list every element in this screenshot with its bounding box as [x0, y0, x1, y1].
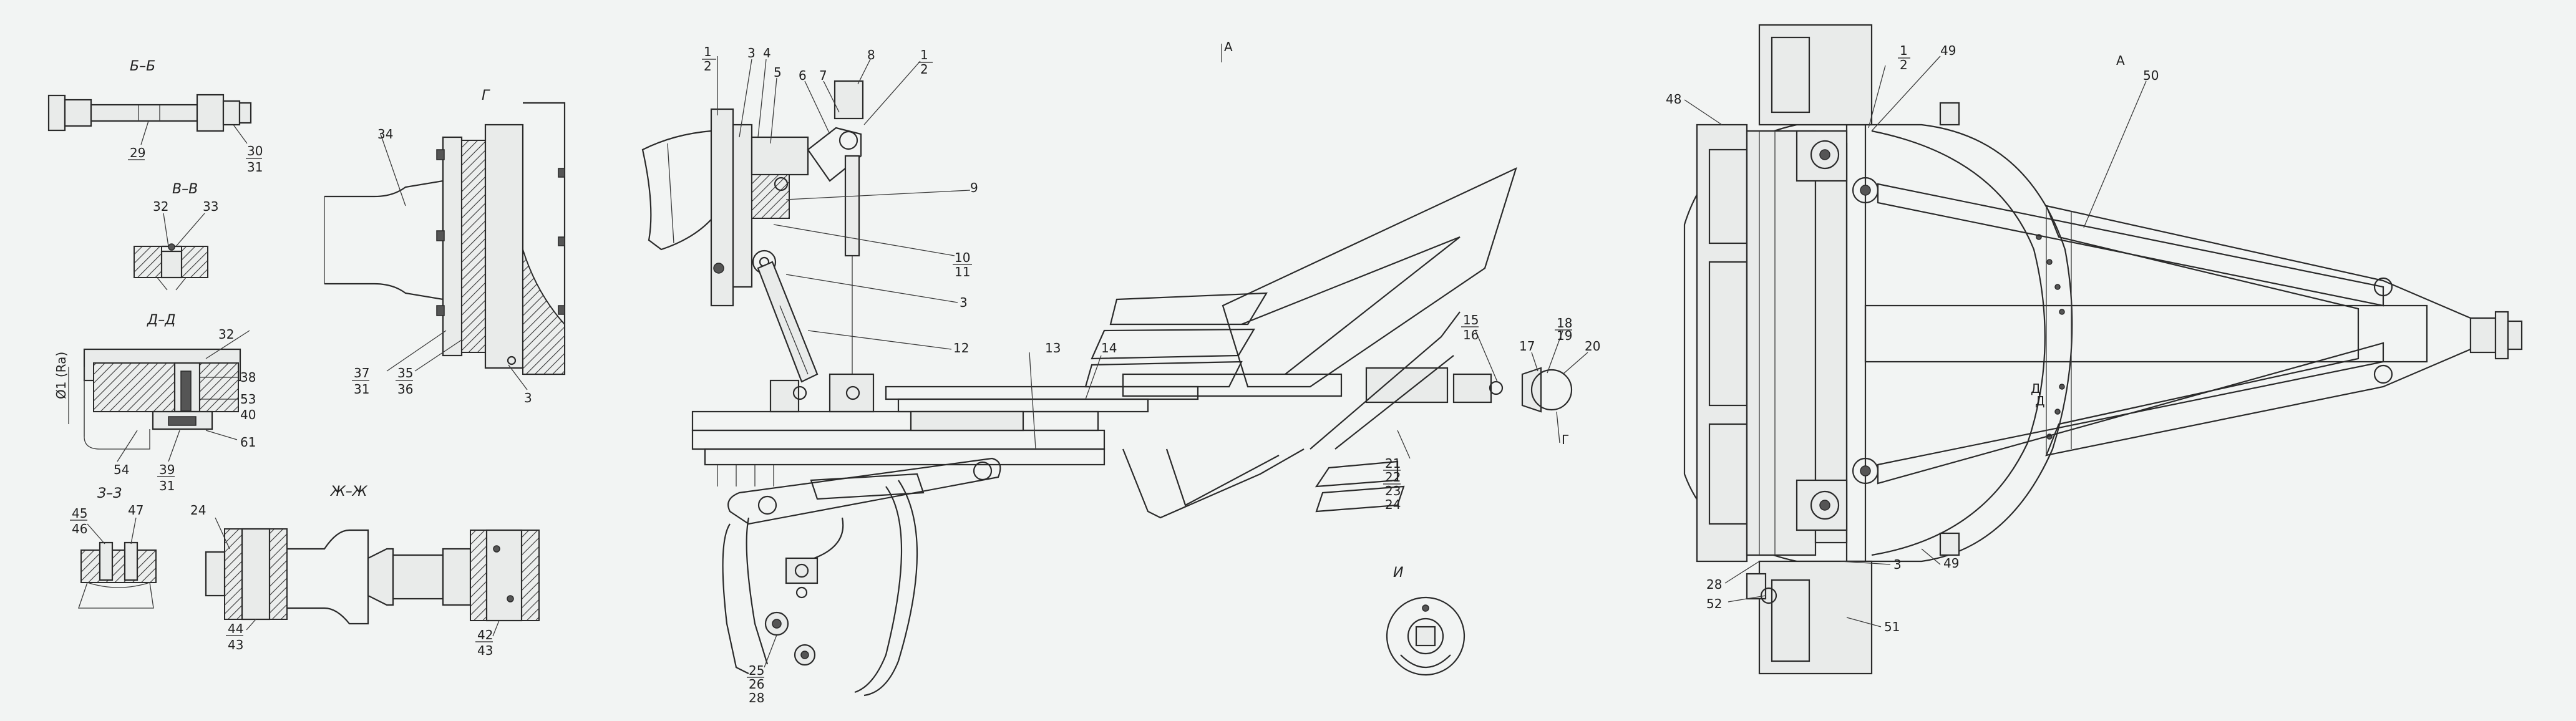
label-c8: 8 — [867, 47, 875, 62]
label-47: 47 — [128, 503, 143, 518]
label-54: 54 — [114, 462, 129, 477]
view-i: И — [1386, 565, 1465, 676]
label-c1-top-left: 1 — [704, 44, 712, 59]
label-34: 34 — [377, 127, 393, 142]
label-c18: 18 — [1557, 316, 1572, 331]
label-37: 37 — [354, 365, 369, 380]
label-r28: 28 — [1706, 577, 1722, 592]
label-c3: 3 — [747, 46, 756, 60]
label-c28: 28 — [749, 690, 764, 705]
label-46: 46 — [72, 521, 87, 536]
label-44: 44 — [228, 621, 243, 636]
label-r50: 50 — [2143, 68, 2159, 83]
label-c16: 16 — [1463, 327, 1479, 342]
label-32-dd: 32 — [218, 327, 234, 342]
label-c23: 23 — [1385, 483, 1401, 498]
label-c14: 14 — [1101, 341, 1117, 356]
label-43-right: 43 — [477, 643, 493, 658]
label-c6: 6 — [799, 68, 807, 83]
view-i-title: И — [1393, 565, 1403, 581]
mark-d-1: Д — [2031, 381, 2041, 396]
section-vv-title: В–В — [172, 181, 198, 197]
label-c7: 7 — [819, 68, 827, 83]
view-g: Г 34 37 31 35 36 3 — [324, 88, 566, 405]
label-33: 33 — [203, 199, 218, 214]
label-r49-top: 49 — [1940, 43, 1956, 58]
section-dd-title: Д–Д — [147, 312, 175, 328]
label-c5: 5 — [774, 65, 782, 80]
label-42: 42 — [477, 627, 493, 642]
mark-a-right: А — [2116, 53, 2125, 68]
label-32-vv: 32 — [153, 199, 168, 214]
label-c10: 10 — [955, 250, 970, 265]
label-c2-top-left: 2 — [704, 59, 712, 74]
label-43-left: 43 — [228, 637, 243, 652]
right-plan-view: А — [1666, 24, 2523, 675]
label-3-g: 3 — [524, 390, 532, 405]
label-c21: 21 — [1385, 456, 1401, 471]
label-r2: 2 — [1900, 57, 1908, 72]
label-c24: 24 — [1385, 497, 1401, 512]
label-31-bb: 31 — [247, 160, 263, 175]
label-c20: 20 — [1585, 339, 1600, 354]
label-31-dd: 31 — [159, 478, 175, 493]
mark-a-top: А — [1224, 39, 1233, 54]
label-c26: 26 — [749, 677, 764, 692]
label-c25: 25 — [749, 663, 764, 678]
label-c3-mid: 3 — [960, 295, 968, 310]
label-r52: 52 — [1706, 596, 1722, 611]
label-c17: 17 — [1519, 339, 1535, 354]
view-g-title: Г — [482, 88, 490, 104]
label-29: 29 — [130, 145, 145, 160]
mark-g: Г — [1562, 432, 1569, 447]
label-36: 36 — [397, 382, 413, 397]
label-r1: 1 — [1900, 43, 1908, 58]
label-r48: 48 — [1666, 92, 1681, 107]
section-vv: В–В 32 33 — [134, 181, 218, 291]
mark-d-2: Д — [2035, 394, 2045, 409]
label-40: 40 — [240, 407, 256, 422]
label-c11: 11 — [955, 264, 970, 279]
label-38: 38 — [240, 370, 256, 385]
dimension-label: Ø1 (Ra) — [54, 352, 69, 399]
label-c2-top-right: 2 — [920, 62, 928, 77]
label-35: 35 — [397, 365, 413, 380]
label-30: 30 — [247, 143, 263, 158]
label-31-g: 31 — [354, 382, 369, 397]
label-c15: 15 — [1463, 312, 1479, 327]
section-zhzh-title: Ж–Ж — [329, 484, 368, 500]
label-r51: 51 — [1884, 619, 1900, 634]
label-53: 53 — [240, 392, 256, 407]
label-c12: 12 — [953, 341, 969, 356]
section-zz: З–З 45 46 47 — [70, 486, 157, 609]
center-main-view: А — [641, 39, 1600, 705]
label-39: 39 — [159, 462, 175, 477]
label-45: 45 — [72, 506, 87, 521]
label-c1-top-right: 1 — [920, 47, 928, 62]
section-zhzh: Ж–Ж 24 44 43 42 43 — [190, 484, 540, 658]
label-c22: 22 — [1385, 470, 1401, 485]
section-bb-title: Б–Б — [130, 59, 155, 74]
section-bb: Б–Б 29 30 31 — [47, 59, 263, 175]
label-r3: 3 — [1893, 557, 1902, 572]
label-24-zhzh: 24 — [190, 503, 206, 518]
label-61: 61 — [240, 435, 256, 450]
label-c19: 19 — [1557, 328, 1572, 343]
label-r49-bottom: 49 — [1943, 556, 1959, 571]
label-c13: 13 — [1045, 341, 1061, 356]
label-c9: 9 — [970, 180, 978, 195]
section-dd: Д–Д Ø1 (Ra) 32 38 53 40 61 54 39 31 — [54, 312, 256, 493]
label-c4: 4 — [763, 46, 771, 60]
section-zz-title: З–З — [97, 486, 122, 501]
